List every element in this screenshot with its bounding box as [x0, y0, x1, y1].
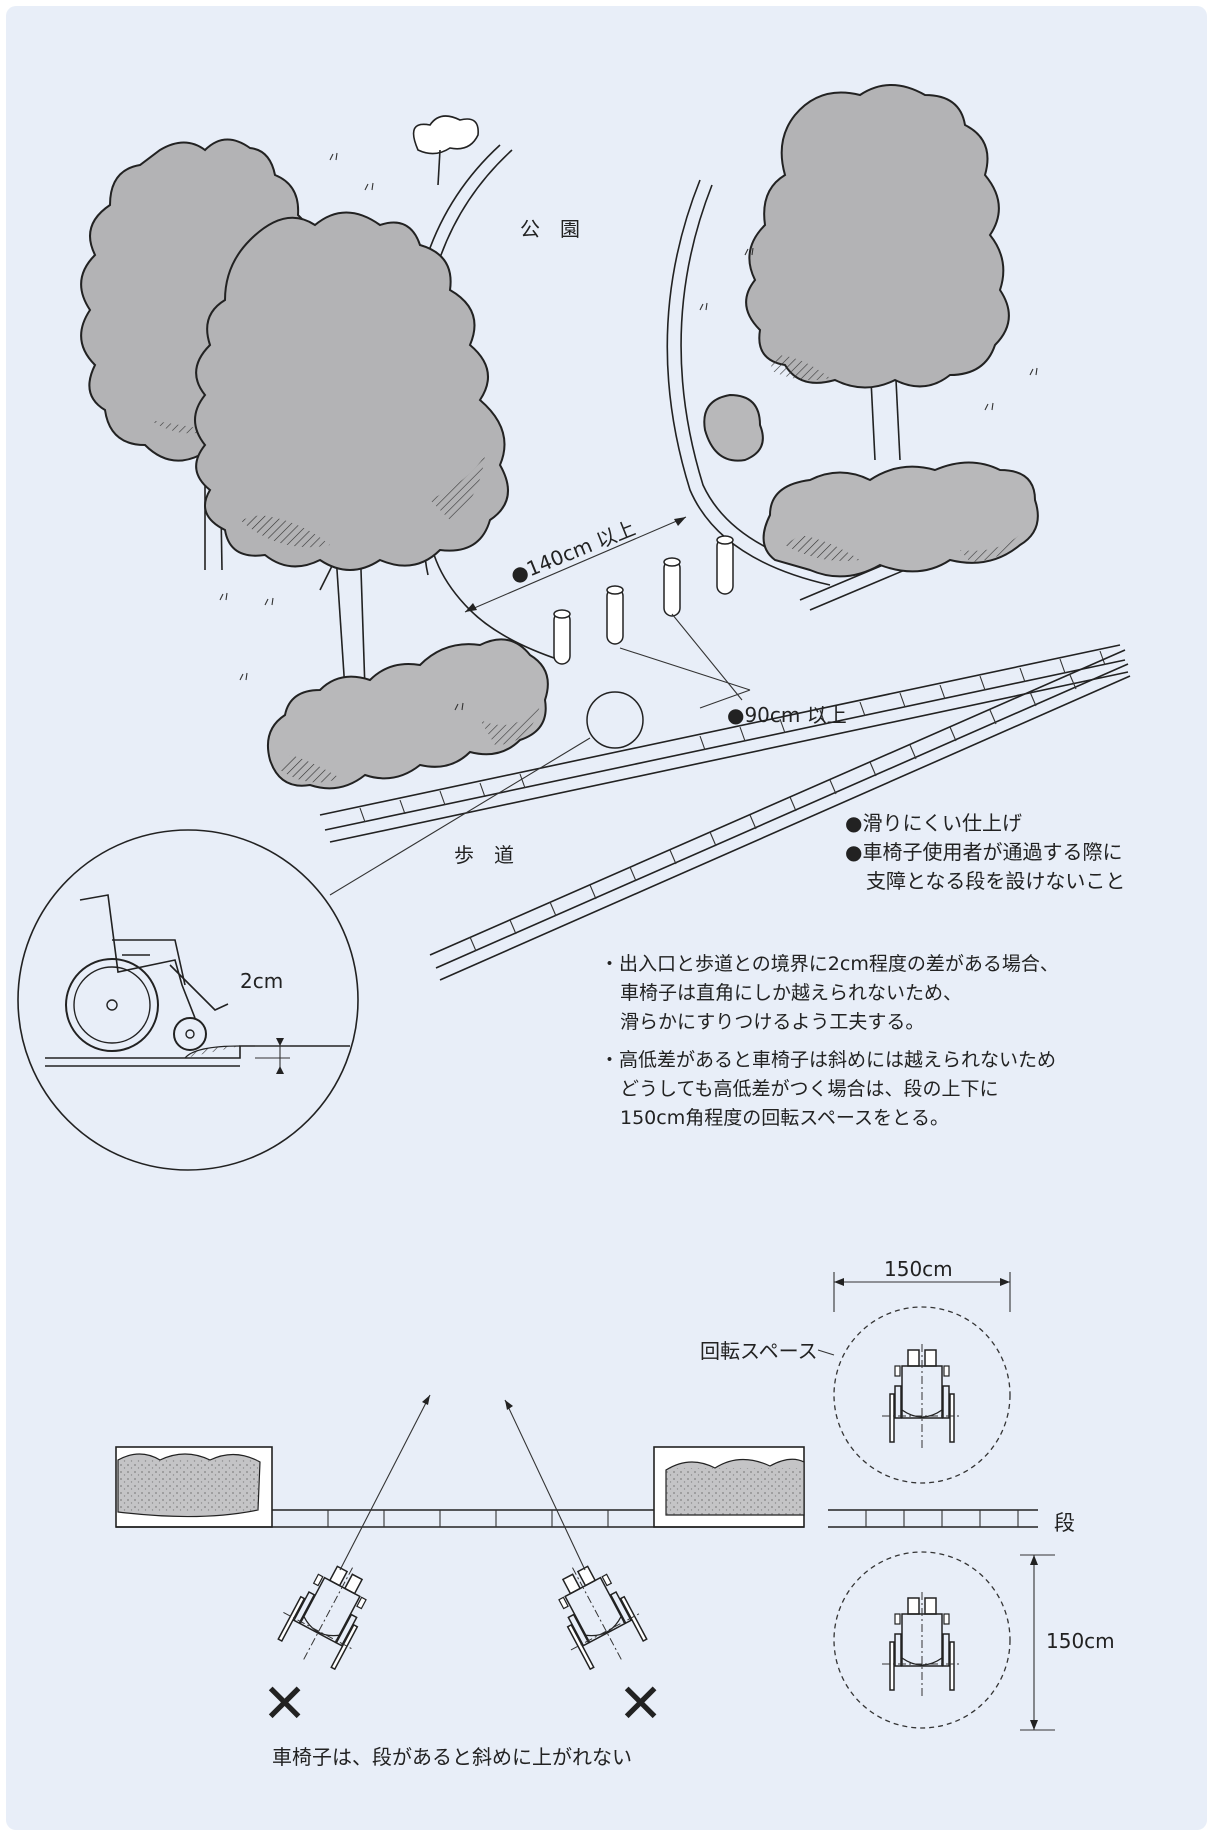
- step-2cm: [45, 1038, 350, 1074]
- note1-line3: 滑らかにすりつけるよう工夫する。: [620, 1011, 924, 1033]
- planter-left: [115, 1446, 273, 1528]
- detail-2cm-label: 2cm: [240, 969, 283, 993]
- no-step-line2: 支障となる段を設けないこと: [866, 869, 1125, 893]
- wheelchair-side-icon: [65, 894, 229, 1052]
- bollard-2: [606, 585, 624, 645]
- arrow-right-path: [504, 1399, 586, 1571]
- left-shrubs: [266, 638, 549, 790]
- note2-line2: どうしても高低差がつく場合は、段の上下に: [620, 1078, 998, 1100]
- note2-line1: ・高低差があると車椅子は斜めには越えられないため: [600, 1049, 1056, 1071]
- planter-right: [653, 1446, 805, 1528]
- width-90-label: ●90cm 以上: [727, 703, 847, 727]
- turning-space-leader: [817, 1349, 835, 1356]
- width-140-label: ●140cm 以上: [507, 516, 639, 588]
- center-tree: [194, 211, 509, 691]
- step-label: 段: [1054, 1511, 1075, 1535]
- sidewalk-label: 歩 道: [454, 843, 514, 867]
- detail-marker: [329, 691, 644, 896]
- park-label: 公 園: [520, 217, 580, 241]
- dim-150-right-label: 150cm: [1046, 1629, 1115, 1653]
- step-line-plan: [116, 1509, 1038, 1528]
- sidewalk-near-curb: [319, 644, 1129, 843]
- dimension-150cm-top: [833, 1272, 1011, 1312]
- turning-space-upper: [833, 1306, 1011, 1484]
- right-shrubs: [703, 393, 1039, 578]
- wheelchair-diagonal-right: [536, 1548, 659, 1681]
- bollard-1: [553, 609, 571, 665]
- right-tree: [745, 84, 1010, 461]
- wheelchair-diagonal-left: [266, 1548, 389, 1681]
- dim-150-top-label: 150cm: [884, 1257, 953, 1281]
- note1-line2: 車椅子は直角にしか越えられないため、: [620, 982, 962, 1004]
- dimension-90cm: [619, 613, 751, 709]
- turning-space-label: 回転スペース: [700, 1339, 818, 1363]
- no-step-line1: ●車椅子使用者が通過する際に: [845, 840, 1122, 864]
- grass-tufts: [219, 152, 1038, 711]
- note2-line3: 150cm角程度の回転スペースをとる。: [620, 1107, 949, 1129]
- bollard-4: [716, 535, 734, 595]
- cross-mark-left: ✕: [262, 1672, 307, 1735]
- arrow-left-path: [339, 1394, 431, 1571]
- turning-space-lower: [833, 1551, 1011, 1729]
- bollard-3: [663, 557, 681, 617]
- slip-resistant-label: ●滑りにくい仕上げ: [845, 811, 1022, 835]
- note1-line1: ・出入口と歩道との境界に2cm程度の差がある場合、: [600, 953, 1059, 975]
- dimension-150cm-right: [1020, 1554, 1055, 1731]
- bollards: [553, 535, 734, 665]
- sidewalk-far-curb: [429, 649, 1131, 981]
- cross-mark-right: ✕: [618, 1672, 663, 1735]
- caption: 車椅子は、段があると斜めに上がれない: [272, 1745, 632, 1769]
- distant-tree: [412, 115, 479, 186]
- detail-circle: [17, 829, 359, 1171]
- dimension-140cm: [464, 516, 687, 613]
